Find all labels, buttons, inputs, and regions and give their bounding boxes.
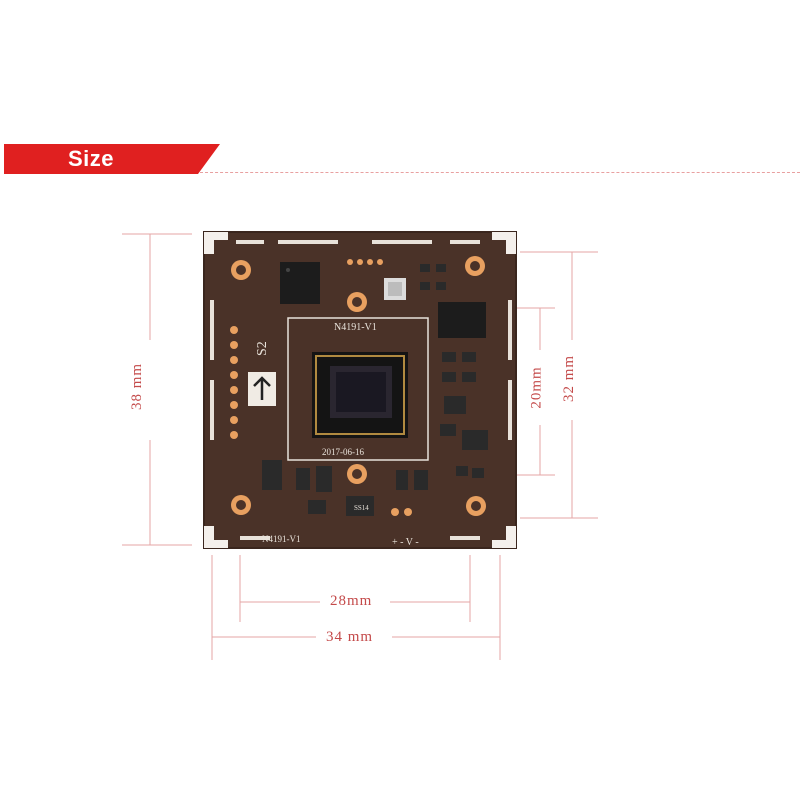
chip-label: SS14 (354, 504, 369, 512)
board-date-label: 2017-06-16 (322, 447, 364, 457)
pcb-board (203, 231, 517, 549)
section-header-banner (4, 144, 220, 174)
dimension-height-lens-mount: 32 mm (561, 354, 579, 403)
header-divider (200, 172, 800, 173)
banner-shape (4, 144, 220, 174)
section-title: Size (68, 146, 115, 171)
board-model-label-bottom: N4191-V1 (262, 534, 301, 544)
dimension-height-outer: 38 mm (129, 362, 147, 411)
dimension-lines (122, 233, 598, 660)
dimension-width-outer: 34 mm (326, 629, 374, 646)
dimension-height-inner: 20mm (528, 366, 546, 409)
power-pin-label: + - V - (392, 537, 419, 548)
dimension-width-lens-mount: 28mm (330, 593, 373, 610)
board-s2-label: S2 (255, 341, 270, 356)
board-model-label: N4191-V1 (334, 322, 377, 333)
